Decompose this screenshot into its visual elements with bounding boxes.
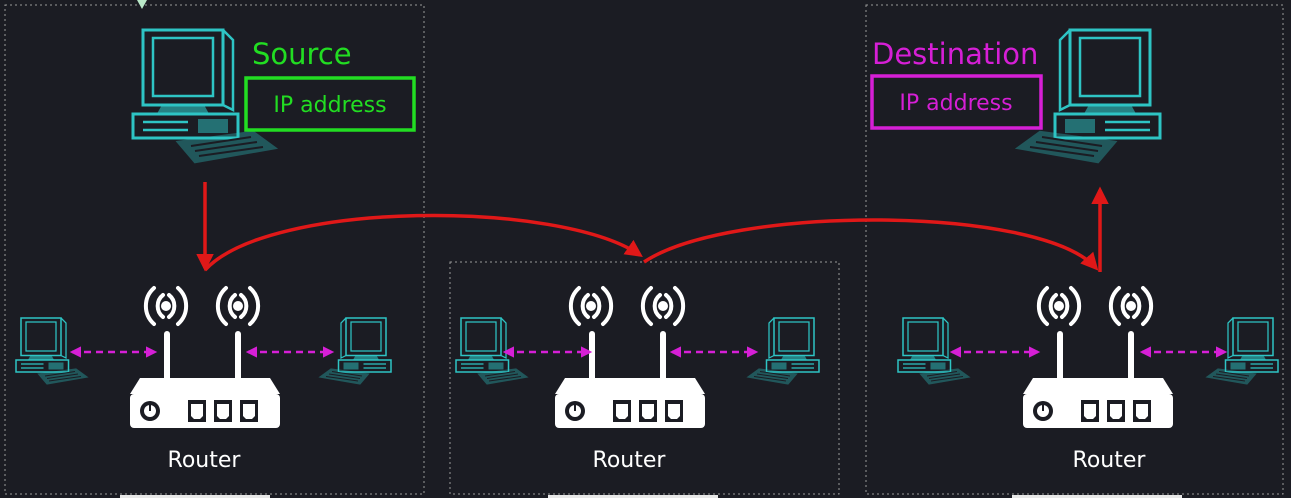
- local-computer-icon: [319, 317, 392, 385]
- destination-title: Destination: [872, 37, 1038, 71]
- router-label: Router: [1073, 448, 1147, 473]
- destination-ip-label: IP address: [899, 91, 1012, 116]
- router-label: Router: [593, 448, 667, 473]
- wifi-router-icon: [128, 286, 282, 430]
- router-label: Router: [168, 448, 242, 473]
- network-box-destination: [865, 4, 1284, 495]
- network-box-source: [4, 4, 425, 495]
- source-ip-label: IP address: [273, 93, 386, 118]
- local-computer-icon: [747, 317, 820, 385]
- bottom-edge-mark: [548, 495, 718, 498]
- path-arrow-router2-to-router3: [643, 218, 1099, 271]
- network-box-middle: [449, 261, 840, 495]
- local-computer-icon: [455, 317, 528, 385]
- destination-ip-box: [870, 74, 1043, 130]
- wifi-router-icon: [553, 286, 707, 430]
- wifi-router-icon: [1021, 286, 1175, 430]
- bottom-edge-mark: [1012, 495, 1182, 498]
- bottom-edge-mark: [120, 495, 270, 498]
- source-ip-box: [244, 76, 416, 132]
- path-arrow-router1-to-router2: [203, 213, 643, 272]
- corner-marker: [137, 0, 147, 9]
- source-title: Source: [252, 37, 352, 71]
